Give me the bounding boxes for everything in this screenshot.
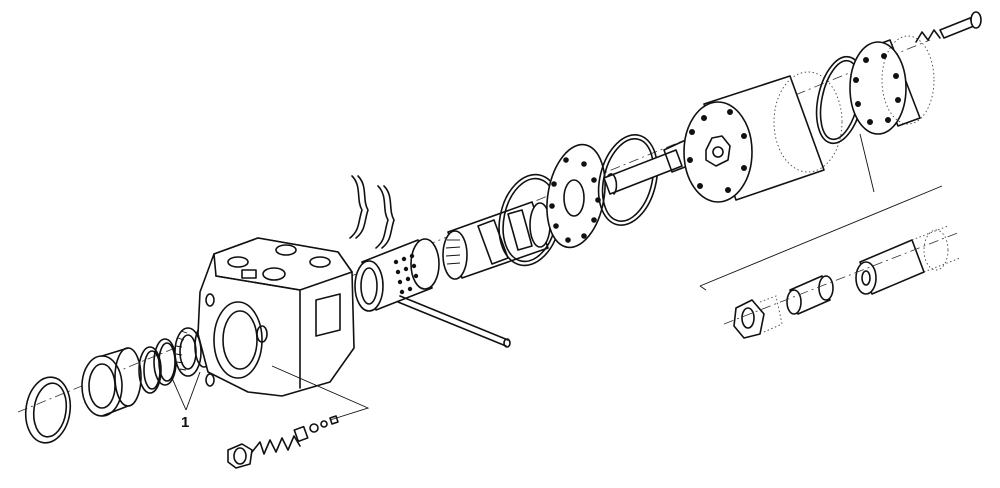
cross-pin <box>397 295 511 348</box>
relief-valve-poppet <box>786 275 834 315</box>
spool <box>442 201 551 280</box>
end-cap <box>849 35 935 135</box>
valve-housing <box>197 237 355 397</box>
spool-sleeve <box>354 238 440 312</box>
relief-valve-axis <box>723 231 961 325</box>
cap-bolt <box>915 11 982 43</box>
dust-seal <box>81 347 142 417</box>
needle-bearing <box>174 327 202 377</box>
seal-ring-1 <box>138 346 162 394</box>
check-valve-leader <box>271 365 370 421</box>
callout-label-1: 1 <box>181 414 190 431</box>
check-valve-ball <box>309 415 339 433</box>
centering-springs <box>349 175 395 249</box>
distributor-plate <box>546 143 606 249</box>
check-valve-spring <box>251 425 309 455</box>
snap-ring <box>24 376 72 444</box>
gerotor-set <box>683 71 843 203</box>
relief-valve-cartridge <box>855 225 961 295</box>
seal-ring-2 <box>153 338 177 386</box>
relief-valve-bracket <box>699 133 943 291</box>
check-valve-plug <box>227 443 253 469</box>
callout-1-leaders <box>171 371 201 411</box>
relief-valve-head <box>733 295 783 339</box>
o-ring-2 <box>597 134 659 226</box>
